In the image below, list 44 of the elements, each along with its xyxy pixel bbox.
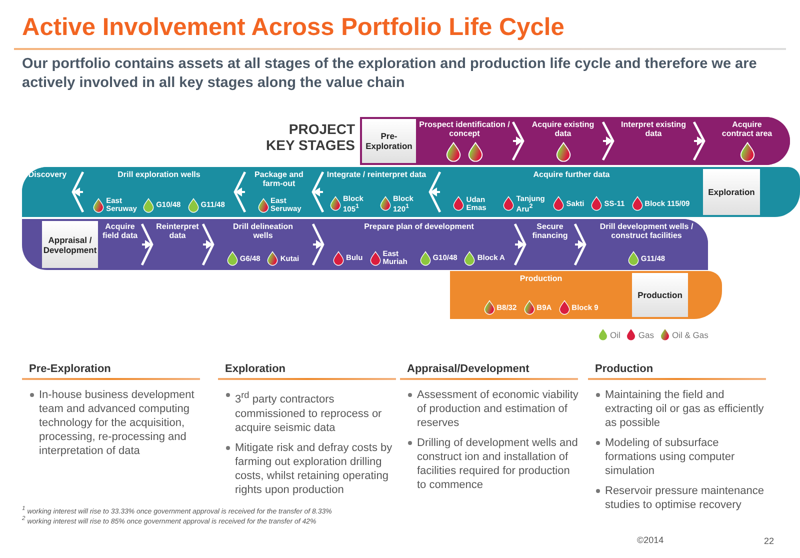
stage-label: Reinterpret data [155, 222, 200, 240]
stage-label: Discovery [28, 170, 67, 179]
legend-label: Oil [610, 330, 620, 340]
band-label: Appraisal / Development [42, 221, 98, 268]
column-heading: Pre-Exploration [29, 363, 111, 376]
band-label: Pre-Exploration [362, 119, 416, 163]
stage-label: Production [520, 274, 562, 283]
section-heading: PROJECT KEY STAGES [265, 121, 355, 153]
column-heading: Appraisal/Development [407, 363, 530, 376]
stage-label: Prospect identification / concept [418, 120, 511, 138]
bullet-text: In-house business development team and advanced computing technology for the acquisition, processing, re-processing and interpretation of data [39, 388, 196, 458]
stage-band [22, 167, 800, 217]
band-label: Exploration [703, 169, 760, 215]
band-label: Production [632, 273, 688, 317]
stage-label: Drill development wells / construct facilities [598, 222, 694, 240]
bullet-text: Maintaining the field and extracting oil or gas as efficiently as possible [605, 388, 765, 430]
slide-title: Active Involvement Across Portfolio Life Cycle [22, 13, 564, 42]
stage-label: Acquire further data [533, 170, 610, 179]
bullet-text: 3$^{rd}$ party contractors commissioned to reprocess or acquire seismic data [235, 389, 383, 435]
stage-label: Acquire existing data [530, 120, 596, 138]
stage-label: Drill exploration wells [118, 170, 200, 179]
bullet-text: Mitigate risk and defray costs by farming out exploration drilling costs, whilst retaining operating rights upon production [235, 440, 394, 497]
bullet-text: Reservoir pressure maintenance studies to optimise recovery [605, 484, 765, 512]
column-heading: Production [595, 363, 654, 376]
legend-label: Oil & Gas [672, 330, 708, 340]
stage-label: Package and farm-out [254, 170, 304, 188]
column-heading: Exploration [225, 363, 286, 376]
legend-label: Gas [638, 330, 654, 340]
stage-label: Acquire contract area [720, 120, 774, 138]
copyright-text: ©2014 [637, 535, 664, 546]
bullet-text: Drilling of development wells and construct ion and installation of facilities required for production to commence [417, 436, 579, 492]
stage-band [450, 271, 722, 319]
subtitle: Our portfolio contains assets at all stages of the exploration and production life cycle and therefore we are actively involved in all key stages along the value chain [22, 55, 758, 93]
stage-label: Drill delineation wells [232, 222, 294, 240]
stage-label: Interpret existing data [620, 120, 687, 138]
stage-label: Secure financing [531, 222, 569, 240]
stage-band [22, 219, 708, 270]
bullet-text: Assessment of economic viability of production and estimation of reserves [417, 388, 580, 430]
page-number: 22 [764, 536, 774, 547]
stage-label: Integrate / reinterpret data [326, 170, 426, 179]
bullet-text: Modeling of subsurface formations using computer simulation [605, 436, 736, 478]
stage-band [360, 117, 790, 165]
stage-label: Prepare plan of development [364, 222, 474, 231]
stage-label: Acquire field data [101, 222, 139, 240]
